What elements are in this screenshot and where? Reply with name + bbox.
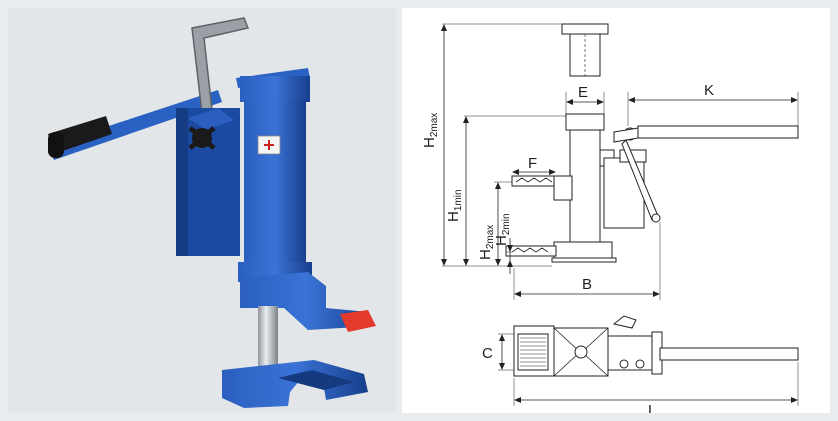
jack-photo — [8, 8, 396, 413]
label-h2max-inner: H2max — [477, 225, 496, 260]
cylinder-drawing — [505, 113, 617, 263]
label-h2min: H2min — [493, 213, 512, 246]
dimension-drawing: H2max H1min H2max H2min E K F B C L — [402, 8, 830, 413]
label-k: K — [704, 82, 714, 99]
pump-housing — [176, 108, 240, 256]
steel-ram — [258, 306, 278, 376]
label-e: E — [578, 84, 588, 101]
pump-drawing — [599, 125, 799, 229]
lever-drawing — [637, 125, 799, 139]
handle-bar — [48, 90, 222, 160]
dimension-lines — [442, 23, 799, 406]
label-c: C — [482, 345, 493, 362]
top-view-drawing — [513, 315, 799, 377]
main-cylinder — [236, 68, 312, 282]
red-toe-pad — [340, 310, 376, 332]
label-b: B — [582, 276, 592, 293]
arrowheads — [441, 24, 798, 403]
base-foot — [222, 360, 368, 408]
label-h2max-outer: H2max — [421, 113, 440, 148]
label-h1min: H1min — [445, 189, 464, 222]
toe-lift — [240, 272, 376, 332]
label-l: L — [648, 402, 656, 413]
label-f: F — [528, 155, 537, 172]
head-cap-drawing — [561, 23, 609, 77]
